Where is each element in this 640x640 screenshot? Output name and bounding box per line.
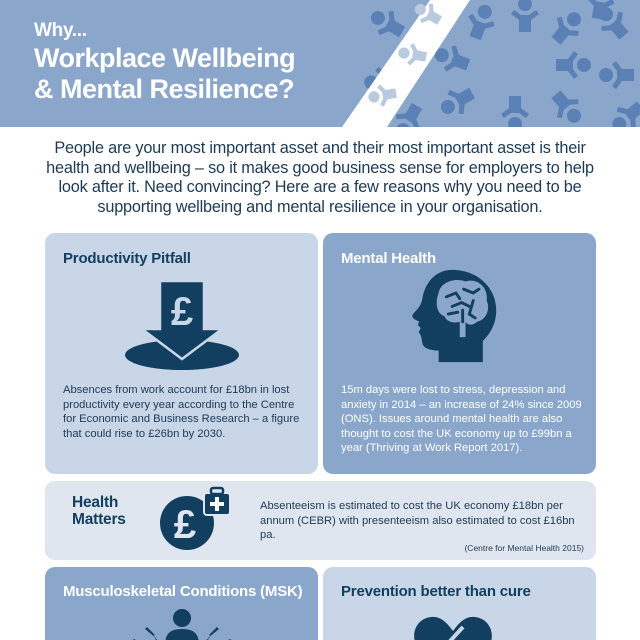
card-prevention: Prevention better than cure (323, 567, 596, 640)
card-body: Absences from work account for £18bn in … (63, 384, 300, 440)
card-title-line-2: Matters (72, 511, 126, 528)
head-brain-icon (412, 269, 497, 363)
page-title: Why... Workplace Wellbeing & Mental Resi… (34, 20, 296, 104)
person-pain-icon (132, 609, 232, 640)
card-title: Musculoskeletal Conditions (MSK) (63, 583, 303, 600)
card-body: Absenteeism is estimated to cost the UK … (260, 500, 575, 541)
card-health-matters: Health Matters £ Absenteeism is estimate… (45, 481, 596, 560)
title-kicker: Why... (34, 20, 87, 41)
card-body: 15m days were lost to stress, depression… (341, 384, 582, 454)
title-line-1: Workplace Wellbeing (34, 43, 296, 73)
card-title-line-1: Health (72, 494, 119, 511)
card-title: Health Matters (72, 494, 126, 528)
card-title: Mental Health (341, 250, 436, 267)
card-title: Productivity Pitfall (63, 250, 191, 267)
svg-text:£: £ (174, 503, 196, 547)
pound-medical-kit-icon: £ (160, 486, 231, 550)
header-banner: Why... Workplace Wellbeing & Mental Resi… (0, 0, 640, 127)
svg-text:£: £ (171, 290, 193, 334)
pound-down-arrow-icon: £ (125, 279, 239, 370)
card-mental-health: Mental Health 15m days were lost to stre… (323, 233, 596, 474)
card-productivity-pitfall: Productivity Pitfall £ Absences from wor… (45, 233, 318, 474)
pill-capsule-icon (414, 616, 492, 640)
card-title: Prevention better than cure (341, 583, 531, 600)
intro-paragraph: People are your most important asset and… (46, 139, 594, 216)
source-citation: (Centre for Mental Health 2015) (464, 543, 584, 553)
card-msk: Musculoskeletal Conditions (MSK) (45, 567, 318, 640)
people-circle-pattern-icon (342, 0, 640, 127)
title-line-2: & Mental Resilience? (34, 74, 295, 104)
